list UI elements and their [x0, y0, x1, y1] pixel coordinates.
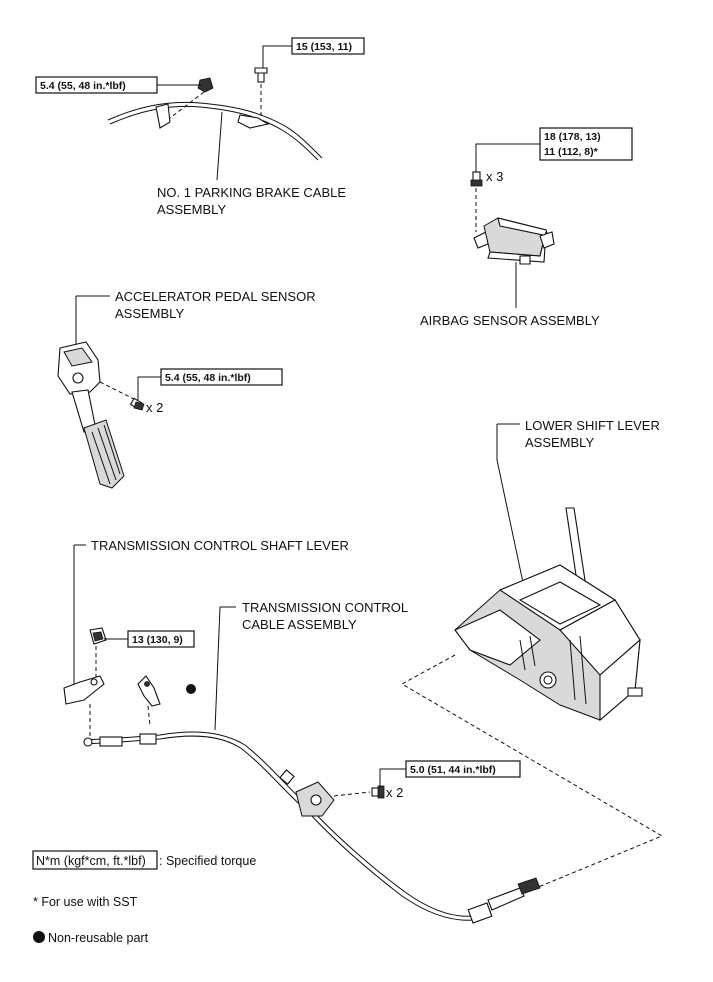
parking-brake-cable-drawing: [107, 67, 323, 161]
torque-pb-bolt: 15 (153, 11): [296, 41, 352, 53]
nonreusable-marker: [186, 684, 196, 694]
legend-nonreusable-icon: [33, 931, 45, 943]
accelerator-pedal-drawing: [57, 341, 125, 489]
torque-accel: 5.4 (55, 48 in.*lbf): [165, 372, 251, 384]
airbag-sensor-drawing: [473, 217, 555, 265]
cable-bolt-dash: [333, 791, 371, 797]
shaft-nut-drawing: [89, 627, 107, 645]
qty-accel: x 2: [146, 400, 163, 415]
torque-box-airbag: [539, 127, 633, 161]
qty-airbag: x 3: [486, 169, 503, 184]
legend-torque-desc: : Specified torque: [159, 854, 256, 868]
label-lower-shift-1: LOWER SHIFT LEVER: [525, 418, 660, 433]
legend-sst: * For use with SST: [33, 895, 138, 909]
label-parking-brake-1: NO. 1 PARKING BRAKE CABLE: [157, 185, 346, 200]
legend-torque-unit: N*m (kgf*cm, ft.*lbf): [36, 854, 146, 868]
leader-airbag-torque: [475, 143, 540, 172]
transmission-cable-drawing: [83, 731, 541, 924]
torque-shaft-nut: 13 (130, 9): [132, 634, 183, 646]
leader-pb-bolt: [262, 45, 292, 68]
label-airbag: AIRBAG SENSOR ASSEMBLY: [420, 313, 600, 328]
qty-cable: x 2: [386, 785, 403, 800]
label-parking-brake-2: ASSEMBLY: [157, 202, 226, 217]
label-accel-1: ACCELERATOR PEDAL SENSOR: [115, 289, 316, 304]
torque-airbag-1: 18 (178, 13): [544, 131, 601, 143]
label-trans-cable-2: CABLE ASSEMBLY: [242, 617, 357, 632]
leader-cable: [214, 606, 221, 731]
torque-pb-nut: 5.4 (55, 48 in.*lbf): [40, 80, 126, 92]
torque-cable: 5.0 (51, 44 in.*lbf): [410, 764, 496, 776]
accel-bolt-drawing: [129, 397, 145, 411]
label-accel-2: ASSEMBLY: [115, 306, 184, 321]
airbag-bolt-drawing: [470, 171, 483, 187]
clip-dash: [147, 705, 151, 727]
legend-nonreusable: Non-reusable part: [48, 931, 149, 945]
cable-bolt-drawing: [371, 785, 385, 799]
shift-to-cable-dash: [400, 654, 664, 889]
leader-parking-brake: [216, 111, 223, 181]
shaft-lever-drawing: [63, 675, 161, 707]
leader-lower-shift: [496, 424, 526, 593]
label-trans-cable-1: TRANSMISSION CONTROL: [242, 600, 408, 615]
accel-dash: [99, 381, 137, 401]
leader-accel-torque: [137, 376, 161, 400]
torque-airbag-2: 11 (112, 8)*: [544, 146, 599, 158]
label-lower-shift-2: ASSEMBLY: [525, 435, 594, 450]
lower-shift-lever-drawing: [454, 507, 643, 722]
leader-cable-torque: [379, 768, 406, 788]
label-trans-shaft: TRANSMISSION CONTROL SHAFT LEVER: [91, 538, 349, 553]
legend-torque-box: [32, 850, 158, 870]
